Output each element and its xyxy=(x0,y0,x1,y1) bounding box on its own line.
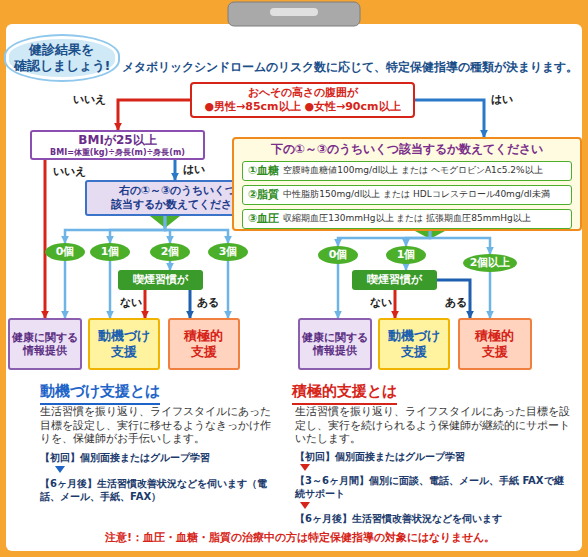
flow-arrow xyxy=(165,216,228,243)
step-note: 【6ヶ月後】生活習慣改善状況などを伺います（電話、メール、手紙、FAX） xyxy=(40,477,280,503)
node-subtext: ●男性→85cm以上 ●女性→90cm以上 xyxy=(204,100,400,114)
flow-arrow xyxy=(227,261,230,318)
flow-arrow xyxy=(189,290,192,318)
flow-arrow xyxy=(169,261,172,270)
criterion-row: ③血圧収縮期血圧130mmHg以上 または 拡張期血圧85mmHg以上 xyxy=(242,209,572,229)
flow-arrow xyxy=(489,272,492,318)
node-text: 0個 xyxy=(56,245,75,259)
node-text: ②脂質 xyxy=(248,188,279,202)
node-subtext: 収縮期血圧130mmHg以上 または 拡張期血圧85mmHg以上 xyxy=(283,213,530,224)
node-subtext: 中性脂肪150mg/dl以上 または HDLコレステロール40mg/dl未満 xyxy=(283,189,550,200)
flow-arrow xyxy=(337,264,340,318)
node-text: 動機づけ 支援 xyxy=(386,328,442,361)
flow-arrow xyxy=(394,290,397,318)
section-body: 生活習慣を振り返り、ライフスタイルにあった目標を設定し、実行に移せるようなきっか… xyxy=(40,405,278,446)
node-text: ③血圧 xyxy=(248,212,279,226)
node-text: 2個 xyxy=(161,245,180,259)
waist-question-box: おへその高さの腹囲が●男性→85cm以上 ●女性→90cm以上 xyxy=(190,82,415,118)
edge-label: ない xyxy=(119,296,143,310)
node-text: 動機づけ 支援 xyxy=(96,328,152,361)
flow-arrow xyxy=(415,100,484,137)
step-note: 【3～6ヶ月間】個別に面談、電話、メール、手紙 FAXで継続サポート xyxy=(295,474,573,500)
motivation-support-box: 動機づけ 支援 xyxy=(378,318,450,370)
active-support-box: 積極的 支援 xyxy=(458,318,532,370)
smoking-box: 喫煙習慣が xyxy=(118,270,203,290)
step-arrow xyxy=(55,466,65,473)
criteria-panel: ①血糖空腹時血糖値100mg/dl以上 または ヘモグロビンA1c5.2%以上 ②… xyxy=(232,137,582,231)
node-text: 喫煙習慣が xyxy=(367,273,422,286)
node-text: 3個 xyxy=(219,245,238,259)
section-heading: 積極的支援とは xyxy=(292,382,397,405)
criterion-row: ②脂質中性脂肪150mg/dl以上 または HDLコレステロール40mg/dl未… xyxy=(242,185,572,205)
flow-arrow xyxy=(437,280,470,318)
flow-arrow xyxy=(144,290,147,318)
clip xyxy=(228,2,360,26)
count-oval: 1個 xyxy=(386,246,426,264)
flow-arrow xyxy=(65,216,165,243)
flow-arrow xyxy=(406,231,430,246)
node-text: ①血糖 xyxy=(248,164,279,178)
node-text: 1個 xyxy=(397,248,416,262)
node-text: おへその高さの腹囲が xyxy=(248,86,358,100)
edge-label: ない xyxy=(369,296,393,310)
step-note: 【初回】個別面接またはグループ学習 xyxy=(295,450,573,463)
node-text: 積極的 支援 xyxy=(474,328,517,361)
flow-arrow xyxy=(110,216,165,243)
flow-arrow xyxy=(118,100,190,130)
step-note: 【初回】個別面接またはグループ学習 xyxy=(40,451,280,464)
flow-arrow xyxy=(64,261,67,318)
node-text: 喫煙習慣が xyxy=(133,273,188,286)
caution-note: 注意!：血圧・血糖・脂質の治療中の方は特定保健指導の対象にはなりません。 xyxy=(30,531,570,545)
step-arrow xyxy=(300,502,310,509)
node-text: 2個以上 xyxy=(470,256,511,270)
paper xyxy=(6,24,582,551)
edge-label: はい xyxy=(490,93,514,107)
smoking-box: 喫煙習慣が xyxy=(352,270,437,290)
clip-hole xyxy=(270,8,318,16)
step-note: 【6ヶ月後】生活習慣改善状況などを伺います xyxy=(295,512,573,525)
node-text: 積極的 支援 xyxy=(183,328,226,361)
node-subtext: BMI=体重(kg)÷身長(m)÷身長(m) xyxy=(50,148,185,158)
flow-arrow xyxy=(430,231,490,254)
criterion-row: ①血糖空腹時血糖値100mg/dl以上 または ヘモグロビンA1c5.2%以上 xyxy=(242,161,572,181)
count-oval: 1個 xyxy=(90,243,130,261)
edge-label: ある xyxy=(444,296,468,310)
flow-arrow xyxy=(338,231,430,246)
count-oval: 0個 xyxy=(45,243,85,261)
count-oval: 2個 xyxy=(150,243,190,261)
node-text: 健康に関する 情報提供 xyxy=(12,331,78,357)
node-text: 下の①～③のうちいくつ該当するか数えてください xyxy=(271,142,543,157)
count-oval: 3個 xyxy=(208,243,248,261)
edge-label: はい xyxy=(182,163,206,177)
flow-arrow xyxy=(174,160,177,180)
bmi-question-box: BMIが25以上BMI=体重(kg)÷身長(m)÷身長(m) xyxy=(30,130,205,160)
health-info-box: 健康に関する 情報提供 xyxy=(298,318,372,370)
speech-bubble: 健診結果を 確認しましょう! xyxy=(6,36,118,80)
node-text: 健診結果を 確認しましょう! xyxy=(13,42,112,75)
node-text: 健康に関する 情報提供 xyxy=(302,331,368,357)
section-body: 生活習慣を振り返り、ライフスタイルにあった目標を設定し、実行を続けられるよう保健… xyxy=(295,405,573,446)
subtitle: メタボリックシンドロームのリスク数に応じて、特定保健指導の種類が決まります。 xyxy=(122,60,584,76)
node-subtext: 空腹時血糖値100mg/dl以上 または ヘモグロビンA1c5.2%以上 xyxy=(283,165,542,176)
node-text: 1個 xyxy=(101,245,120,259)
node-text: 右の①～③のうちいくつ 該当するか数えてください xyxy=(110,184,245,212)
step-arrow xyxy=(300,464,310,471)
flow-arrow xyxy=(109,261,112,318)
node-text: 0個 xyxy=(329,248,348,262)
motivation-support-box: 動機づけ 支援 xyxy=(88,318,160,370)
count-oval: 2個以上 xyxy=(463,254,517,272)
section-heading: 動機づけ支援とは xyxy=(40,382,160,405)
count-oval: 0個 xyxy=(318,246,358,264)
edge-label: ある xyxy=(196,296,220,310)
edge-label: いいえ xyxy=(72,93,107,107)
flow-arrow xyxy=(44,160,47,318)
node-text: BMIが25以上 xyxy=(78,133,156,148)
health-info-box: 健康に関する 情報提供 xyxy=(8,318,82,370)
edge-label: いいえ xyxy=(52,165,87,179)
active-support-box: 積極的 支援 xyxy=(168,318,240,370)
